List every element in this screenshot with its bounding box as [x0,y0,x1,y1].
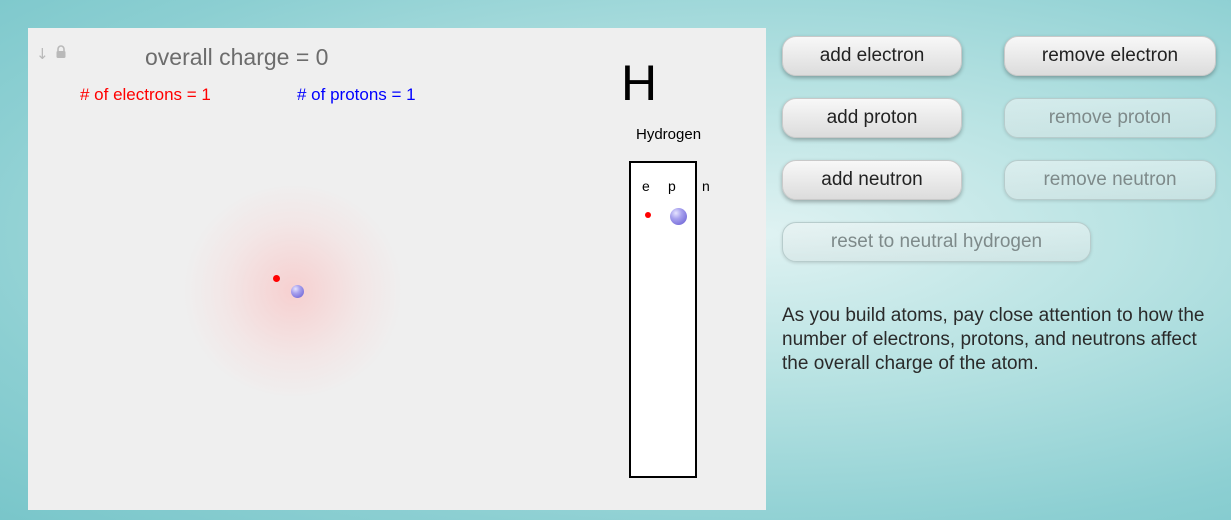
atom-electron[interactable] [273,275,280,282]
remove-neutron-button[interactable]: remove neutron [1004,160,1216,200]
pin-icon[interactable]: ↓ [36,45,49,63]
bucket-neutron-header: n [702,178,710,194]
bucket-proton-header: p [668,178,676,194]
add-neutron-button[interactable]: add neutron [782,160,962,200]
bucket-electron [645,212,651,218]
add-electron-button[interactable]: add electron [782,36,962,76]
add-proton-button[interactable]: add proton [782,98,962,138]
bucket-electron-header: e [642,178,650,194]
element-name: Hydrogen [636,126,702,143]
particle-bucket [629,161,697,478]
proton-count: # of protons = 1 [297,85,416,104]
bucket-proton [670,208,687,225]
remove-electron-button[interactable]: remove electron [1004,36,1216,76]
instructions-text: As you build atoms, pay close attention … [782,305,1205,374]
electron-count: # of electrons = 1 [80,85,211,104]
reset-button[interactable]: reset to neutral hydrogen [782,222,1091,262]
toolbar-icons: ↓ [36,42,86,66]
element-symbol: H [621,55,658,111]
atom-proton[interactable] [291,285,304,298]
remove-proton-button[interactable]: remove proton [1004,98,1216,138]
overall-charge: overall charge = 0 [145,44,329,70]
lock-icon[interactable] [55,45,67,63]
